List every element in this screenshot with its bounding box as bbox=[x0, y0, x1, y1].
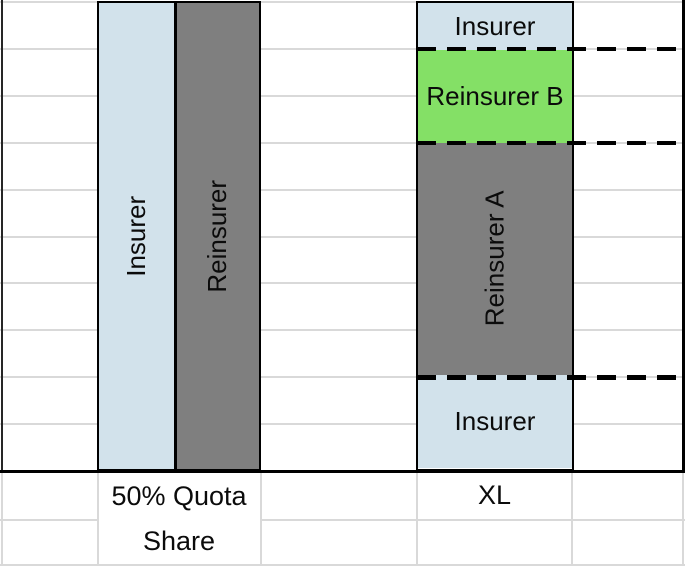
label-grid-hline bbox=[0, 564, 685, 566]
gridline bbox=[0, 47, 685, 50]
xl-segment-reinsurer-b-7-9-label-text: Reinsurer B bbox=[426, 80, 564, 111]
category-label-xl-text: XL bbox=[477, 479, 512, 510]
gridline bbox=[0, 141, 685, 144]
x-axis-line bbox=[0, 469, 685, 473]
quota-insurer-bar: Insurer bbox=[99, 3, 177, 469]
xl-segment-reinsurer-b-7-9: Reinsurer B bbox=[418, 49, 572, 143]
plot-right-border bbox=[681, 0, 685, 471]
quota-reinsurer-bar: Reinsurer bbox=[176, 3, 259, 469]
gridline bbox=[0, 188, 685, 191]
xl-segment-insurer-9-10: Insurer bbox=[418, 3, 572, 50]
dashed-layer-boundary-9 bbox=[417, 46, 685, 52]
category-label-xl: XL bbox=[417, 471, 572, 519]
xl-segment-insurer-9-10-label: Insurer bbox=[418, 3, 572, 50]
gridline bbox=[0, 329, 685, 332]
gridline bbox=[0, 1, 685, 3]
gridline bbox=[0, 423, 685, 426]
gridline bbox=[0, 282, 685, 285]
label-grid-hline bbox=[0, 519, 98, 521]
plot-left-border bbox=[0, 0, 3, 471]
xl-segment-insurer-0-2-label: Insurer bbox=[418, 375, 572, 468]
gridline bbox=[0, 376, 685, 379]
xl-segment-insurer-0-2: Insurer bbox=[418, 375, 572, 468]
gridline bbox=[0, 94, 685, 97]
label-grid-hline bbox=[261, 519, 685, 521]
category-label-quota-share-line2: Share bbox=[142, 525, 216, 556]
category-label-quota-share-line1: 50% Quota bbox=[111, 480, 247, 511]
label-grid-vline bbox=[97, 473, 99, 565]
xl-segment-insurer-0-2-label-text: Insurer bbox=[454, 406, 536, 437]
dashed-layer-boundary-2 bbox=[417, 375, 685, 380]
xl-segment-reinsurer-b-7-9-label: Reinsurer B bbox=[418, 50, 572, 143]
dashed-layer-boundary-7 bbox=[417, 140, 685, 146]
gridline bbox=[0, 235, 685, 238]
xl-segment-reinsurer-a-2-7: Reinsurer A bbox=[418, 142, 572, 375]
xl-segment-insurer-9-10-label-text: Insurer bbox=[454, 10, 536, 41]
